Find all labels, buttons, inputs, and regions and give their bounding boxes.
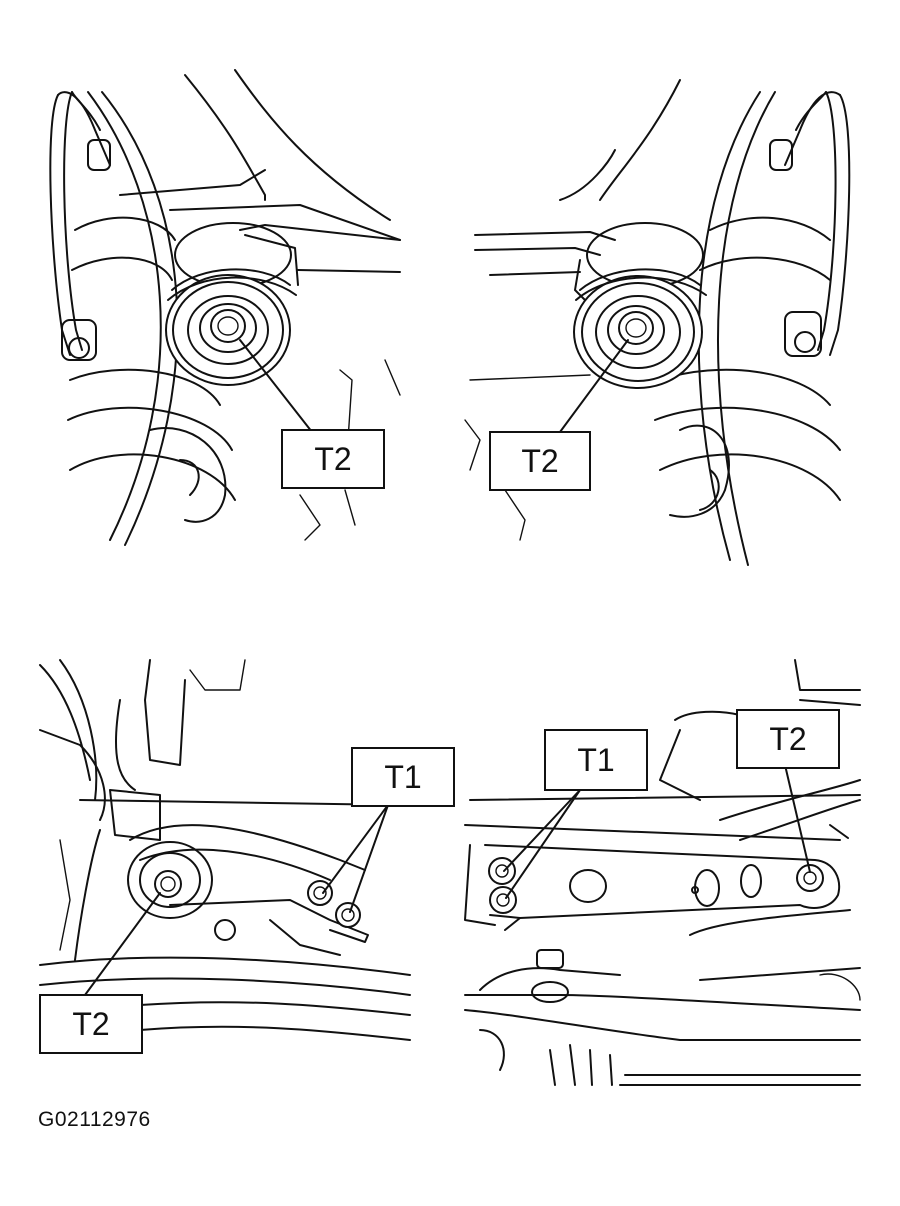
panel-bottom-right [464,659,861,1086]
panel-bottom-left [39,659,411,1041]
callout-bottom-right-t2-label: T2 [769,721,806,757]
callout-top-left: T2 [281,429,385,489]
callout-bottom-left-t2: T2 [39,994,143,1054]
callout-bottom-right-t2: T2 [736,709,840,769]
callout-bottom-right-t1-label: T1 [577,742,614,778]
panel-top-right [464,79,851,566]
figure-id: G02112976 [38,1108,151,1131]
callout-top-right-label: T2 [521,443,558,479]
callout-bottom-right-t1: T1 [544,729,648,791]
callout-bottom-left-t2-label: T2 [72,1006,109,1042]
callout-bottom-left-t1-label: T1 [384,759,421,795]
callout-top-left-label: T2 [314,441,351,477]
callout-bottom-left-t1: T1 [351,747,455,807]
panel-top-left [49,69,401,546]
callout-top-right: T2 [489,431,591,491]
